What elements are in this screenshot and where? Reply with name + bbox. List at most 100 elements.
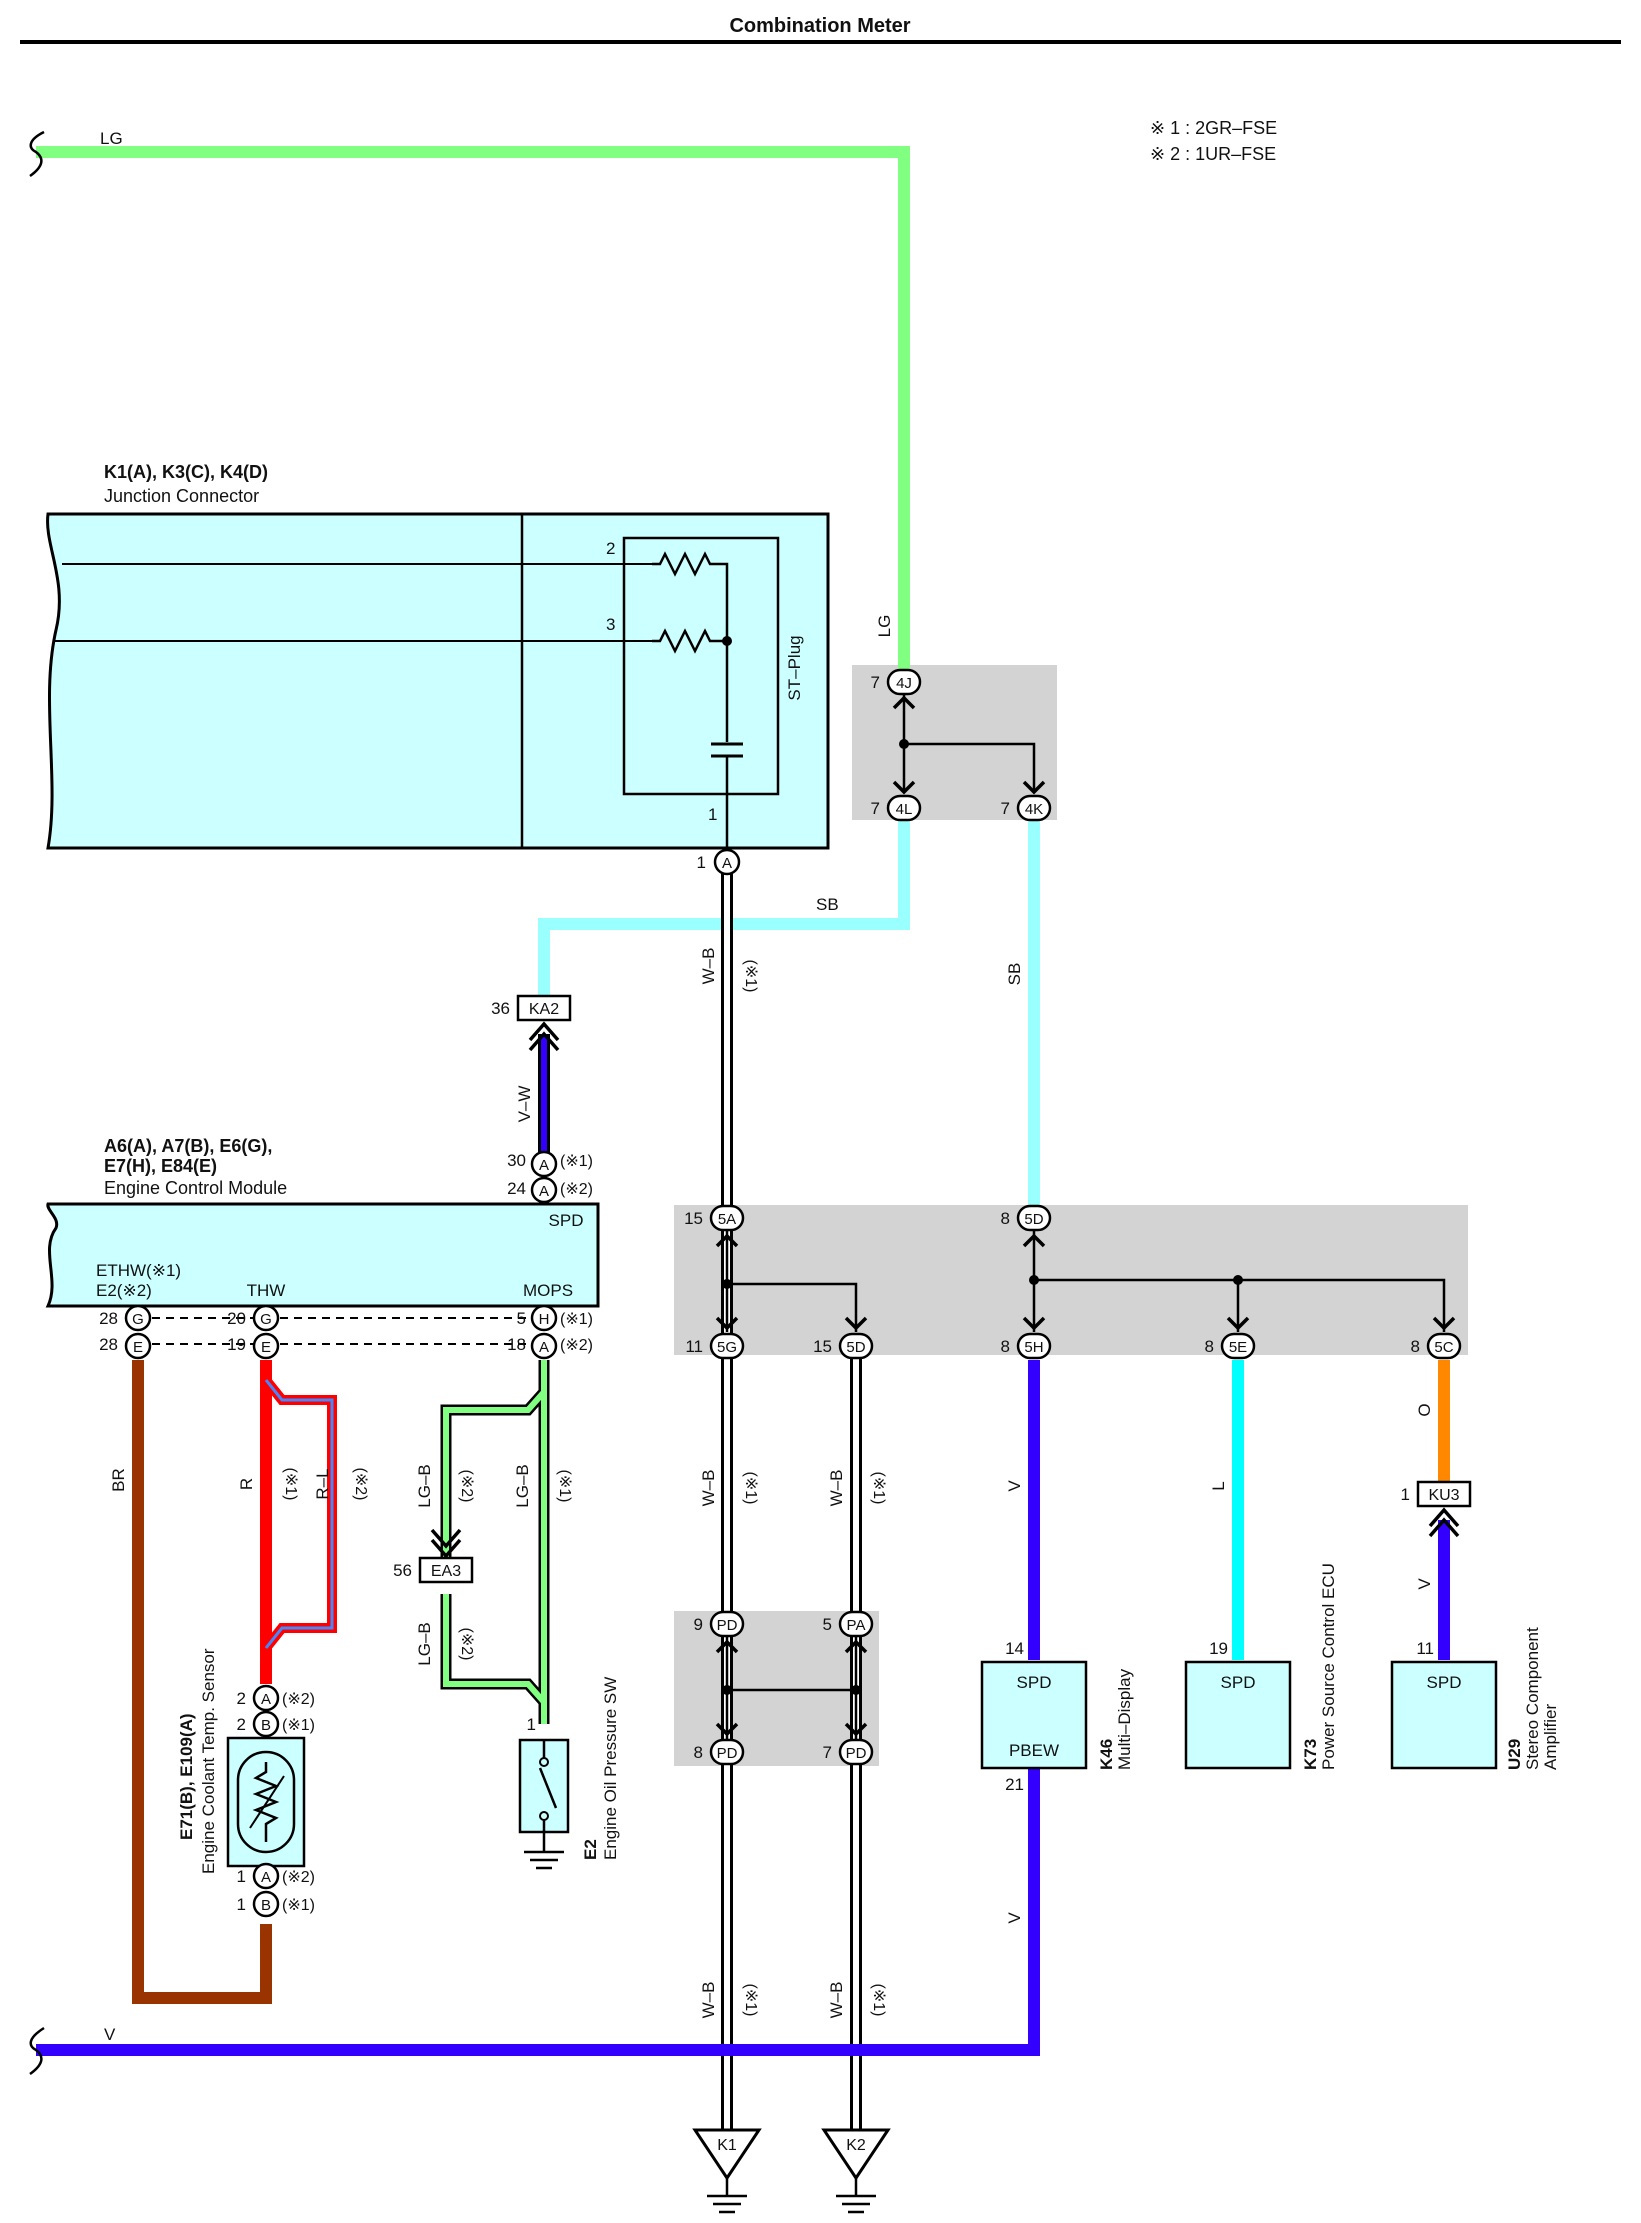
- coolant-sensor-id: E71(B), E109(A): [177, 1713, 196, 1840]
- svg-text:4J: 4J: [896, 675, 912, 692]
- ecm-title-line1: A6(A), A7(B), E6(G),: [104, 1136, 272, 1156]
- jc-pin-1: 1: [708, 805, 717, 824]
- wire-label-lgb-2: LG–B: [513, 1464, 532, 1507]
- junction-block-p: [674, 1611, 879, 1766]
- wire-lgb-group: [440, 1360, 550, 1724]
- wire-label-lgb-2-note: (※1): [556, 1470, 573, 1503]
- svg-text:KU3: KU3: [1428, 1487, 1459, 1504]
- pin-5d: 5D 15: [813, 1316, 874, 1360]
- svg-text:15: 15: [684, 1209, 703, 1228]
- ecm-pin-28a: 28: [99, 1309, 118, 1328]
- svg-text:E: E: [133, 1339, 143, 1356]
- ecm-note-5: (※1): [560, 1311, 593, 1328]
- wire-lg: [36, 146, 910, 672]
- svg-text:B: B: [261, 1897, 271, 1914]
- svg-text:G: G: [260, 1311, 272, 1328]
- ecm-note-30: (※1): [560, 1153, 593, 1170]
- svg-text:A: A: [261, 1691, 271, 1708]
- multi-display: SPD PBEW 14 21: [980, 1639, 1088, 1794]
- svg-text:K2: K2: [846, 2137, 866, 2154]
- diagram-title: Combination Meter: [729, 15, 910, 37]
- pin-pd-bottom-left: PD 8: [694, 1722, 745, 1766]
- svg-text:A: A: [261, 1869, 271, 1886]
- ecm-pin-18: 18: [507, 1335, 526, 1354]
- connector-ka2: KA2 36: [491, 994, 572, 1052]
- ecm-title-line2: E7(H), E84(E): [104, 1156, 217, 1176]
- stereo-amp-id: U29: [1505, 1739, 1524, 1770]
- note-2gr: ※ 1 : 2GR–FSE: [1150, 118, 1277, 138]
- svg-text:SPD: SPD: [1221, 1673, 1256, 1692]
- wire-label-wb-3-note: (※1): [870, 1472, 887, 1505]
- wire-label-r-note: (※1): [282, 1468, 299, 1501]
- pin-pa: PA 5: [823, 1610, 874, 1654]
- pin-ecm-g28: G: [124, 1304, 152, 1332]
- ecm-pin-5: 5: [517, 1309, 526, 1328]
- ecm-note-24: (※2): [560, 1181, 593, 1198]
- svg-text:4K: 4K: [1025, 801, 1043, 818]
- ecm-subtitle: Engine Control Module: [104, 1178, 287, 1198]
- oil-pressure-switch: 1: [518, 1715, 570, 1870]
- ecm-thw-label: THW: [247, 1281, 286, 1300]
- svg-text:9: 9: [694, 1615, 703, 1634]
- ecm-pin-30: 30: [507, 1151, 526, 1170]
- power-source-ecu-name: Power Source Control ECU: [1319, 1563, 1338, 1770]
- wire-label-sb-v: SB: [1005, 963, 1024, 986]
- pin-ecm-a24: A: [530, 1176, 558, 1204]
- svg-text:5C: 5C: [1434, 1339, 1453, 1356]
- power-source-ecu: SPD 19: [1184, 1639, 1292, 1770]
- svg-text:5E: 5E: [1229, 1339, 1247, 1356]
- wire-label-v-bottom-left: V: [104, 2025, 116, 2044]
- note-1ur: ※ 2 : 1UR–FSE: [1150, 144, 1276, 164]
- svg-text:KA2: KA2: [529, 1001, 559, 1018]
- svg-text:8: 8: [1411, 1337, 1420, 1356]
- ecm-e2-label: E2(※2): [96, 1281, 152, 1300]
- wire-label-wb-1-note: (※1): [742, 960, 759, 993]
- st-plug-label: ST–Plug: [785, 635, 804, 700]
- junction-connector-subtitle: Junction Connector: [104, 486, 259, 506]
- junction-5-splice-right-1: [1029, 1275, 1039, 1285]
- wire-label-wb-2: W–B: [699, 1470, 718, 1507]
- wire-label-wb-3: W–B: [827, 1470, 846, 1507]
- junction-connector-box: [46, 512, 830, 850]
- svg-text:(※1): (※1): [282, 1897, 315, 1914]
- jc-splice: [722, 636, 732, 646]
- wire-label-wb-4: W–B: [699, 1982, 718, 2019]
- wire-label-wb-1: W–B: [699, 948, 718, 985]
- pin-ecm-e19: E: [252, 1332, 280, 1360]
- svg-text:1: 1: [237, 1867, 246, 1886]
- wire-lg-break: [29, 130, 45, 178]
- svg-text:8: 8: [1205, 1337, 1214, 1356]
- svg-text:14: 14: [1005, 1639, 1024, 1658]
- svg-text:PBEW: PBEW: [1009, 1741, 1059, 1760]
- svg-text:5G: 5G: [717, 1339, 737, 1356]
- svg-text:1: 1: [697, 853, 706, 872]
- stereo-amp-name-1: Stereo Component: [1523, 1627, 1542, 1770]
- svg-text:(※2): (※2): [282, 1869, 315, 1886]
- ecm-pin-20: 20: [227, 1309, 246, 1328]
- junction-4-splice: [899, 739, 909, 749]
- svg-text:PD: PD: [846, 1745, 867, 1762]
- power-source-ecu-id: K73: [1301, 1739, 1320, 1770]
- svg-text:7: 7: [1001, 799, 1010, 818]
- coolant-sensor: A 2 (※2) B 2 (※1) A 1 (※2) B 1 (※1): [226, 1684, 315, 1918]
- svg-text:1: 1: [237, 1895, 246, 1914]
- junction-connector-title: K1(A), K3(C), K4(D): [104, 462, 268, 482]
- wire-label-lgb-3: LG–B: [415, 1622, 434, 1665]
- pin-5e: 5E 8: [1205, 1316, 1256, 1360]
- ecm-box: [45, 1202, 600, 1308]
- stereo-amp-name-2: Amplifier: [1541, 1704, 1560, 1770]
- svg-text:PA: PA: [847, 1617, 866, 1634]
- wire-label-lg-vertical: LG: [875, 615, 894, 638]
- ecm-ethw-label: ETHW(※1): [96, 1261, 181, 1280]
- svg-text:SPD: SPD: [1017, 1673, 1052, 1692]
- pin-4j: 4J 7: [871, 668, 922, 710]
- pin-ecm-a30: A: [530, 1150, 558, 1178]
- wire-label-vw: V–W: [515, 1086, 534, 1123]
- svg-text:PD: PD: [717, 1617, 738, 1634]
- wire-v-break: [29, 2026, 45, 2076]
- pin-4k: 4K 7: [1001, 780, 1052, 822]
- svg-text:G: G: [132, 1311, 144, 1328]
- pin-5c: 5C 8: [1411, 1316, 1462, 1360]
- wire-label-br: BR: [109, 1468, 128, 1492]
- svg-text:H: H: [539, 1311, 550, 1328]
